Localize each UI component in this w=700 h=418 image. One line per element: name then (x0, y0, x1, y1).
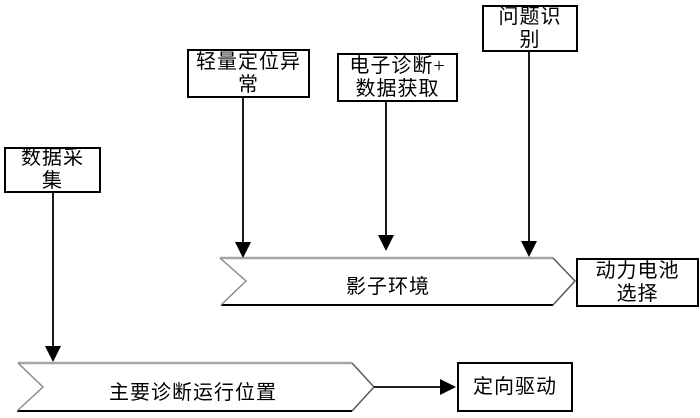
node-label-line: 数据采 (21, 147, 84, 169)
chevron-shadow-environment-body (220, 258, 575, 305)
arrowhead-right-icon (440, 379, 456, 395)
node-label-line: 轻量定位异 (196, 50, 301, 73)
node-battery-selection: 动力电池 选择 (576, 258, 699, 307)
node-label-line: 数据获取 (355, 77, 440, 100)
node-label-line: 电子诊断+ (349, 54, 446, 77)
node-directional-drive: 定向驱动 (457, 362, 573, 412)
chevron-label-main-diagnosis-position: 主要诊断运行位置 (109, 382, 277, 404)
arrowhead-down-icon (45, 346, 61, 362)
arrow-data-collection-to-main-diagnosis (45, 193, 61, 362)
node-label-line: 定向驱动 (473, 375, 557, 398)
chevron-shadow-environment-point-edge (552, 257, 577, 306)
node-label-line: 常 (238, 73, 259, 96)
arrowhead-down-icon (521, 241, 537, 257)
node-label-line: 别 (519, 28, 541, 51)
node-problem-identification: 问题识 别 (482, 5, 578, 52)
arrow-problem-id-to-shadow-env (521, 52, 537, 257)
node-lightweight-anomaly: 轻量定位异 常 (187, 49, 310, 98)
node-e-diagnosis: 电子诊断+ 数据获取 (337, 53, 458, 102)
arrowhead-down-icon (235, 242, 251, 258)
chevron-shadow-environment (219, 256, 577, 306)
node-label-line: 集 (42, 170, 63, 192)
chevron-shadow-environment-notch-edge (219, 257, 248, 306)
arrow-ediagnosis-to-shadow-env (378, 102, 394, 251)
node-data-collection: 数据采 集 (4, 147, 101, 193)
chevron-label-shadow-environment: 影子环境 (346, 276, 430, 298)
node-label-line: 选择 (616, 282, 659, 305)
arrow-lightweight-to-shadow-env (235, 98, 251, 258)
chevron-main-diagnosis (16, 361, 376, 412)
node-label-line: 问题识 (498, 5, 562, 28)
node-label-line: 动力电池 (595, 259, 680, 282)
chevron-main-diagnosis-notch-edge (16, 362, 45, 412)
arrow-main-diagnosis-to-directional-drive (374, 379, 456, 395)
arrowhead-down-icon (378, 235, 394, 251)
chevron-main-diagnosis-body (17, 363, 374, 411)
